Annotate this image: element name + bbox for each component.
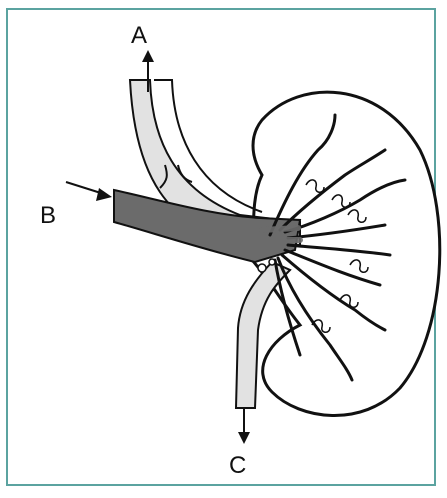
label-c: C	[229, 454, 246, 478]
arrow-b	[66, 182, 112, 201]
label-b: B	[40, 204, 56, 228]
label-a: A	[131, 24, 147, 48]
arrow-c	[238, 408, 250, 444]
